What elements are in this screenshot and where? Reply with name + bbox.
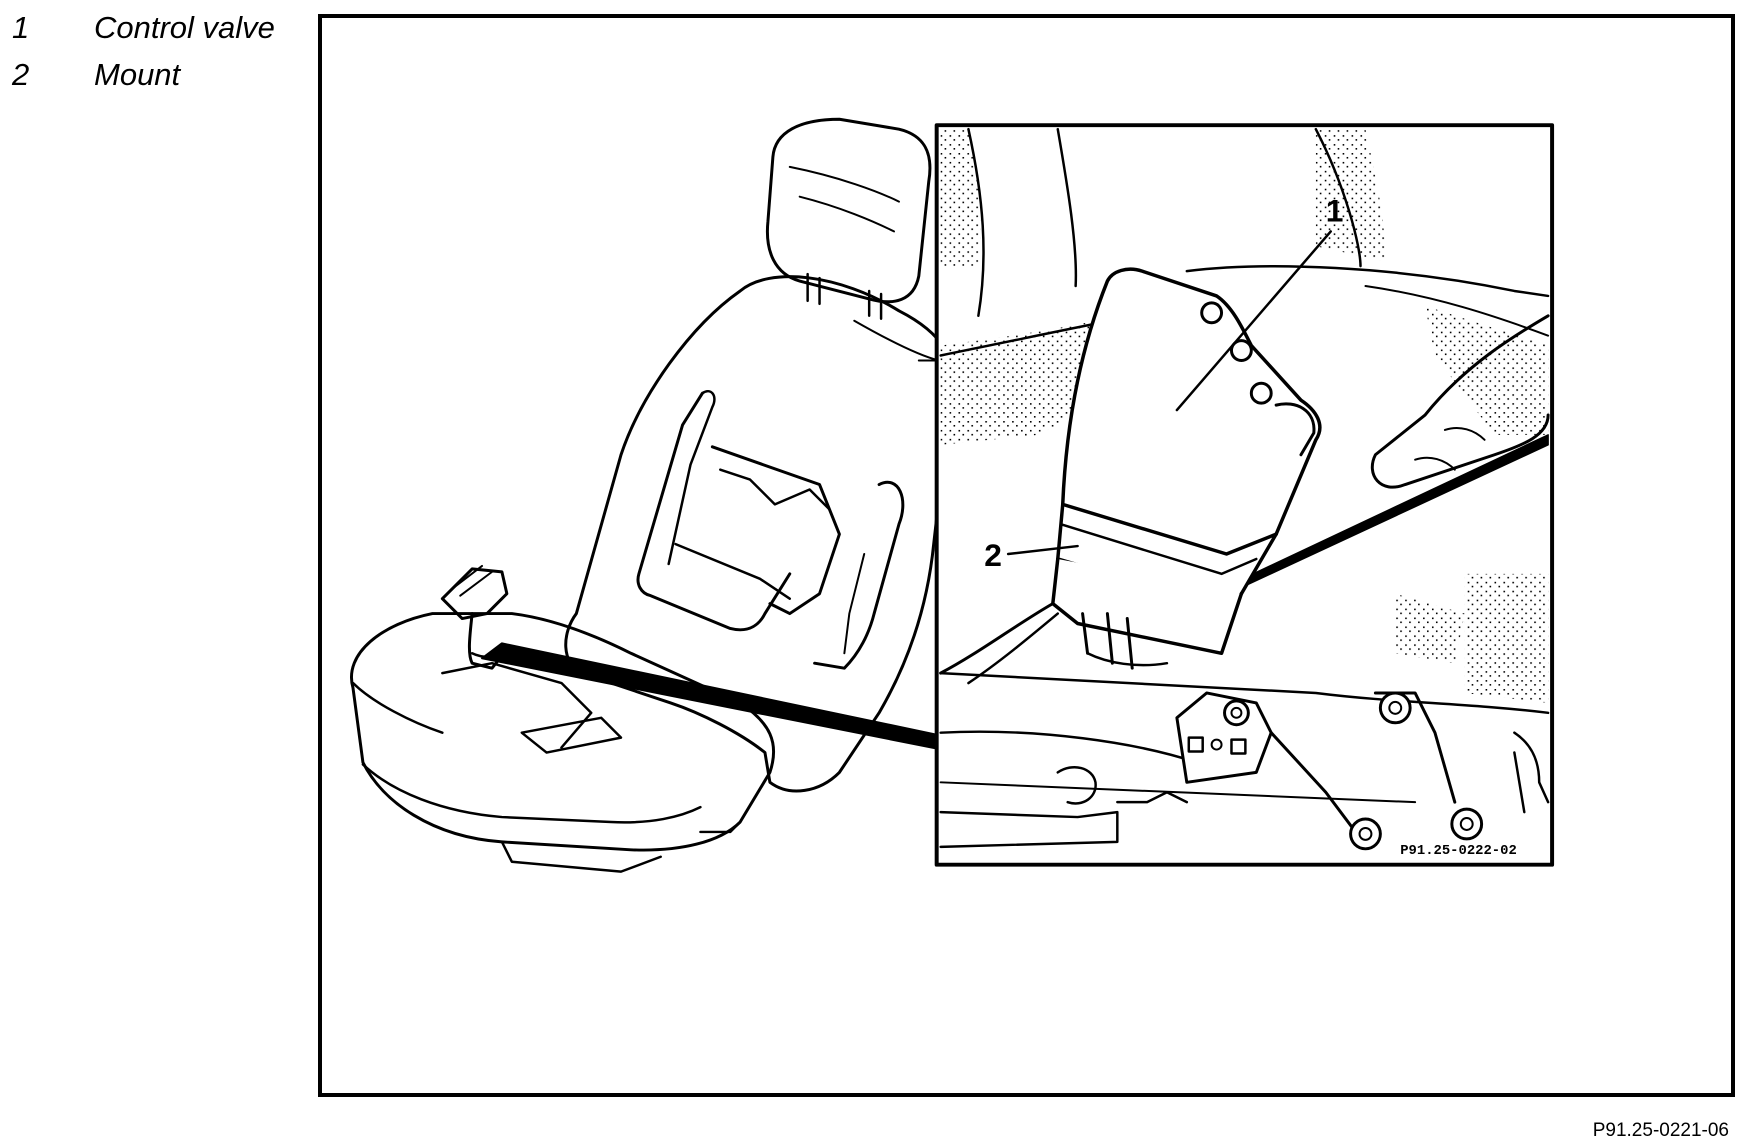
seat-illustration: 1 2 P91.25-0222-02 — [350, 117, 1555, 873]
figure-frame: 1 2 P91.25-0222-02 — [318, 14, 1735, 1097]
inset-code: P91.25-0222-02 — [1400, 843, 1517, 859]
legend-label: Control valve — [94, 9, 275, 45]
figure-reference: P91.25-0221-06 — [1592, 1120, 1729, 1141]
callout-2: 2 — [984, 537, 1002, 573]
legend-number: 2 — [12, 56, 30, 92]
seat-cushion — [350, 612, 775, 852]
seat-drawing — [350, 117, 960, 873]
callout-leader-1 — [1175, 230, 1332, 412]
legend: 1 Control valve 2 Mount — [10, 4, 310, 98]
inset-detail — [934, 123, 1555, 867]
callout-leader-2 — [1006, 544, 1079, 556]
legend-number: 1 — [12, 9, 30, 45]
headrest — [765, 117, 932, 304]
legend-label: Mount — [94, 56, 181, 92]
valve-small — [440, 567, 509, 621]
legend-item-mount: 2 Mount — [10, 51, 310, 98]
leader-wedge — [481, 642, 938, 750]
legend-item-control-valve: 1 Control valve — [10, 4, 310, 51]
backrest — [564, 275, 955, 793]
callout-1: 1 — [1326, 192, 1344, 228]
mount — [1051, 557, 1244, 656]
